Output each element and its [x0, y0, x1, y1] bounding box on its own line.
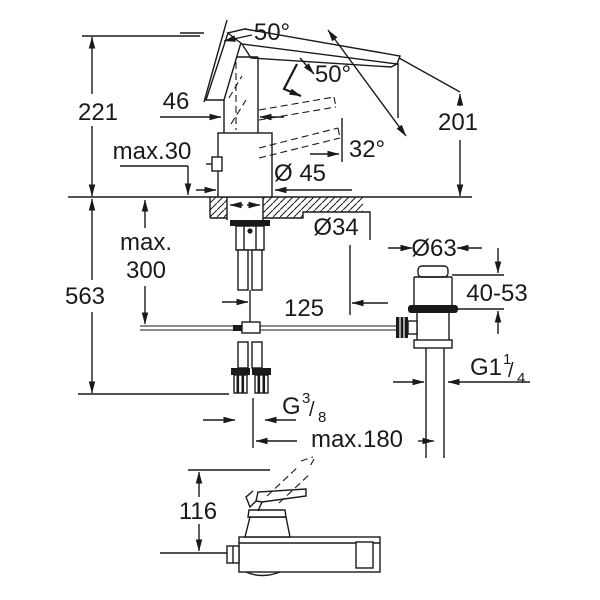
deck-section [68, 196, 472, 240]
mounting-depth-label-2: 300 [126, 257, 166, 284]
waste-flange-label: Ø63 [411, 235, 456, 262]
height-221-label: 221 [78, 99, 118, 126]
dim-body-width: 46 [160, 88, 284, 121]
side-lever [255, 488, 307, 503]
hose-thread-denominator: 8 [318, 409, 326, 426]
pop-up-rod-knob [211, 156, 223, 172]
drain-flange [408, 305, 458, 313]
waste-range-label: 40-53 [466, 280, 527, 307]
side-cartridge-cap [247, 509, 287, 518]
body-width-label: 46 [163, 88, 190, 115]
dim-waste-flange: Ø63 [388, 235, 482, 262]
dim-deck-thickness: max.30 [113, 138, 192, 196]
faucet-body [206, 56, 273, 198]
side-neck [244, 516, 291, 538]
rod-coupling-knob [396, 317, 408, 338]
dim-reach: max.180 [252, 398, 435, 453]
dim-rod-offset: 125 [222, 245, 388, 322]
side-view: 116 [160, 456, 381, 577]
hole-diameter-label: Ø34 [313, 214, 358, 241]
pop-up-rod [140, 290, 397, 334]
mounting-depth-label-1: max. [120, 229, 172, 256]
dim-waste-thread: G1 1 / 4 [393, 351, 530, 387]
dim-outlet-height: 201 [398, 57, 478, 197]
dim-spout-angle: 50° [180, 19, 290, 103]
outlet-height-label: 201 [438, 109, 478, 136]
supply-hoses-lower [231, 341, 271, 394]
fraction-slash: / [309, 399, 315, 421]
deck-thickness-label: max.30 [113, 138, 192, 165]
rod-offset-label: 125 [284, 295, 324, 322]
body-diameter-label: Ø 45 [274, 160, 326, 187]
reach-label: max.180 [311, 426, 403, 453]
dim-mounting-depth: max. 300 [120, 199, 172, 325]
waste-thread-numerator: 1 [503, 351, 511, 368]
handle-tilt-angle-label: 32° [349, 136, 385, 163]
rotation-arrow-icon [282, 63, 302, 98]
hose-thread-label: G [282, 393, 301, 420]
hose-thread-numerator: 3 [302, 390, 310, 407]
mounting-shank [230, 220, 270, 251]
spout-swivel-angle-label: 50° [254, 19, 290, 46]
drain-cap [417, 265, 449, 278]
dim-handle-angle: 50° [299, 29, 407, 137]
waste-thread-label: G1 [470, 354, 502, 381]
length-563-label: 563 [65, 283, 105, 310]
dim-waste-range: 40-53 [452, 248, 528, 334]
side-outlet-window [355, 541, 374, 569]
dim-hose-thread: G 3 / 8 [203, 390, 326, 426]
dim-hole-diameter: Ø34 [229, 201, 359, 241]
waste-thread-denominator: 4 [517, 370, 525, 387]
dim-body-diameter: Ø 45 [196, 160, 352, 194]
fraction-slash: / [508, 360, 514, 382]
hose-connector [233, 374, 248, 394]
waste-drain [396, 265, 458, 458]
side-height-label: 116 [179, 498, 217, 525]
dim-heights-left: 221 563 [65, 35, 229, 395]
hose-connector [254, 374, 269, 394]
handle-open-angle-label: 50° [315, 61, 351, 88]
supply-hoses-upper [237, 249, 263, 291]
